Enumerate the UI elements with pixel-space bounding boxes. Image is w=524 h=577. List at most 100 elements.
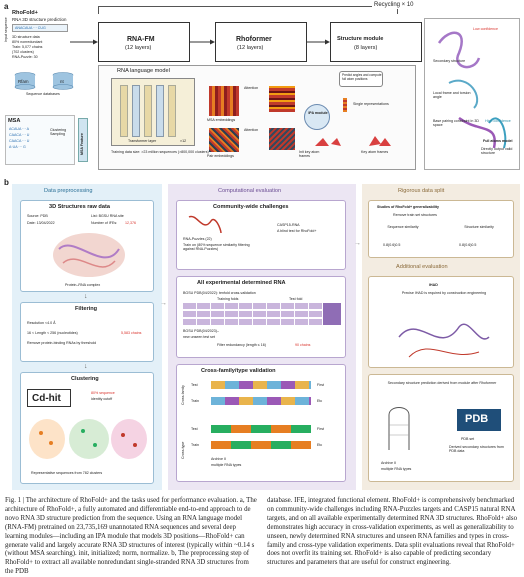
rnafm-box: RNA-FM (12 layers) [98,22,190,62]
data-line: Train: 5,077 chains [12,45,43,49]
computational-evaluation-title: Computational evaluation [218,188,282,194]
caption-right: database. IFE, integrated functional ele… [267,497,519,568]
family-train-bar [211,397,311,405]
casp15: CASP15-RNA [277,223,300,227]
filter-line: Remove protein-binding RNAs by threshold [27,341,97,345]
clusters-text: Representative sequences from 782 cluste… [31,471,103,475]
rna-structure-icon [437,31,507,149]
base-pairing: Base pairing constraint in 3D space [433,119,479,128]
predict-angles-box: Predict angles and compute full atom pos… [339,71,383,87]
key-atom-frames: Key atom frames [361,150,389,154]
pdb-logo: PDB [457,409,501,431]
cross-validation-box: Cross-family/type validation Cross-famil… [176,364,346,482]
list: List: BGSU RNA site [91,214,124,218]
community-challenges-box: Community-wide challenges RNA-Puzzles (2… [176,200,346,270]
transformer-sublayer [144,85,152,137]
times-12: ×12 [180,139,187,143]
input-sequence-label: Input sequence [4,17,8,42]
cross-type-label: Cross-type [181,441,185,459]
cross-validation-title: Cross-family/type validation [201,368,276,374]
structure-similarity: Structure similarity [464,225,494,229]
caption-right-text: database. IFE, integrated functional ele… [267,497,518,567]
high-confidence: High confidence [485,119,511,123]
studies-title: Studies of RhoFold+ generalizability [377,205,439,209]
archive-2-b: Archive II [381,461,396,465]
pair-embedding-map [209,128,239,152]
data-preprocessing-title: Data preprocessing [44,188,93,194]
cdhit-box: Cd-hit [27,389,71,407]
structure-module-box: Structure module (8 layers) [330,22,422,62]
caption-left: Fig. 1 | The architecture of RhoFold+ an… [5,497,257,577]
etc-label: Etc [317,443,323,447]
input-sequence: ANACAUA ··· CUG [15,26,46,30]
pair-embeddings-label: Pair embeddings [207,154,234,158]
rhoformer-title: Rhoformer [236,36,272,43]
down-arrow: ↓ [84,293,88,300]
protein-rna-complex-image [53,233,125,277]
transformer-sublayer [120,85,128,137]
type-test-bar [211,425,311,433]
recycling-loop [98,6,398,14]
right-arrow: → [354,240,361,247]
bgsu-3: new unseen test set [183,335,215,339]
predict-angles-label: Predict angles and compute full atom pos… [342,73,382,81]
msa-feature-label: MSA Feature [80,133,84,155]
cluster-diagram [29,419,147,459]
raw-data-title: 3D Structures raw data [49,204,110,210]
community-challenges-title: Community-wide challenges [213,204,289,210]
filtering-title: Filtering [75,306,98,312]
rhoformer-box: Rhoformer (12 layers) [215,22,307,62]
msa-feature-bar: MSA Feature [78,118,88,162]
pdb-set: PDB set [461,437,475,441]
clustering-sampling: Clustering Sampling [50,128,67,137]
init-key-atom-frames: Init key atom frames [299,150,320,159]
ihad-structure-image [398,323,490,358]
filtering-box: Filtering Resolution <4.0 Å 16 < Length … [20,302,154,362]
structure-module-layers: (8 layers) [354,45,378,51]
num-ifes-value: 12,376 [125,221,136,225]
msa-box [5,115,75,165]
bgsu-1: BGSU PDB(04/2022): tenfold cross-validat… [183,291,256,295]
rna-language-model-panel: RNA language model Transformer layer ×12… [98,65,416,170]
protein-rna-complex-label: Protein–RNA complex [65,283,101,287]
test-label: Test [191,427,198,431]
struct-values: 0.8(0.6)0.5 [459,243,477,247]
remove-train: Remove train set structures [393,213,437,217]
structure-module-title: Structure module [337,36,384,42]
sequence-similarity: Sequence similarity [387,225,419,229]
multiple-types: multiple RNA types [211,463,242,467]
msa-embeddings-label: MSA embeddings [207,118,236,122]
single-representations: Single representations [353,102,389,106]
rhoformer-layers: (12 layers) [237,45,264,51]
input-subtitle: RNA 3D structure prediction [12,17,67,22]
type-train-bar [211,441,311,449]
transformer-sublayer [156,85,164,137]
panel-a-label: a [4,2,9,11]
cdhit-label: Cd-hit [32,393,61,404]
secondary-prediction: Secondary structure prediction derived f… [387,381,497,385]
rfam-label: Rfam [18,79,29,84]
data-line: RNA-Puzzle: 30 [12,55,38,59]
msa-title: MSA [8,118,21,124]
computational-evaluation-panel: Computational evaluation Community-wide … [168,184,356,490]
fold-bar [183,311,341,317]
low-confidence: Low confidence [473,27,498,31]
frame-icons [315,136,391,146]
first-label: First [317,383,324,387]
additional-eval-title: Additional evaluation [396,264,448,270]
rnafm-title: RNA-FM [127,36,155,43]
family-test-bar [211,381,311,389]
down-arrow: ↓ [84,363,88,370]
transformer-sublayer [132,85,140,137]
rigorous-split-panel: Rigorous data split Studies of RhoFold+ … [362,184,520,490]
sequence-databases-label: Sequence databases [26,92,60,96]
rna-language-model-label: RNA language model [117,68,170,74]
input-sequence-box: ANACAUA ··· CUG [12,24,68,32]
ihad-box: IHAD Precise IHAD is required by constru… [368,276,514,368]
input-title: RhoFold+ [12,10,38,16]
output-panel: Low confidence Secondary structure Local… [424,18,520,170]
date: Date: 13/04/2022 [27,221,55,225]
flow-arrows [70,39,330,45]
etc-label: Etc [317,399,323,403]
raw-data-box: 3D Structures raw data Source: PDB Date:… [20,200,154,292]
